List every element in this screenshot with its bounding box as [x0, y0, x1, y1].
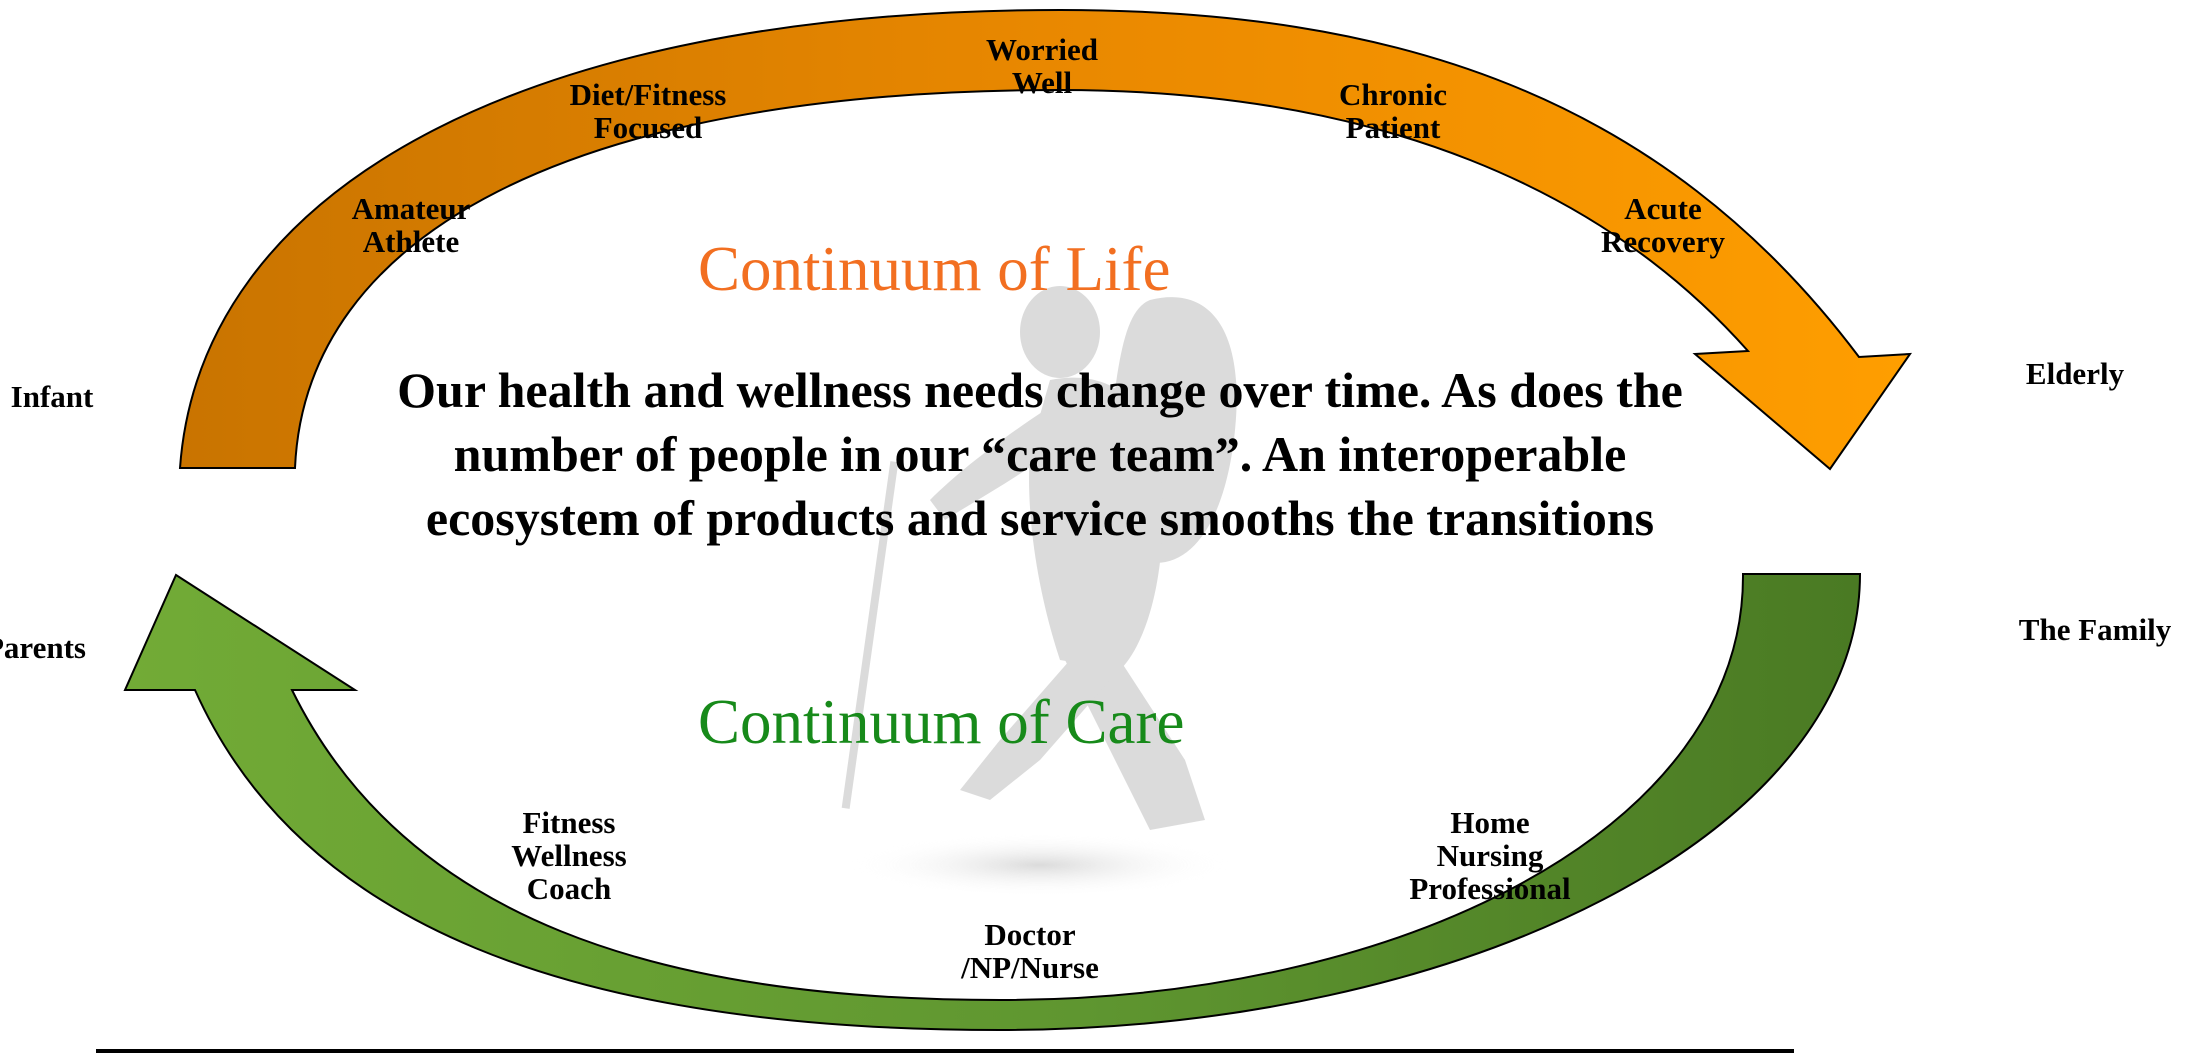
label-home-nursing: Home Nursing Professional — [1409, 805, 1571, 906]
continuum-of-care-title: Continuum of Care — [698, 687, 1185, 757]
label-fitness-coach: Fitness Wellness Coach — [511, 805, 627, 906]
label-doctor: Doctor /NP/Nurse — [961, 917, 1099, 985]
label-acute-recovery: Acute Recovery — [1601, 191, 1725, 259]
bottom-divider — [96, 1049, 1794, 1053]
label-elderly: Elderly — [2025, 356, 2125, 391]
care-arrow — [123, 573, 1862, 1032]
label-diet-fitness: Diet/Fitness Focused — [569, 77, 727, 145]
life-arrow — [178, 8, 1912, 471]
main-message: Our health and wellness needs change ove… — [397, 362, 1683, 546]
hiker-silhouette — [841, 286, 1237, 897]
label-the-family: The Family — [2018, 612, 2172, 647]
label-parents: Parents — [0, 630, 86, 665]
label-amateur-athlete: Amateur Athlete — [351, 191, 471, 259]
label-infant: Infant — [10, 379, 94, 414]
continuum-of-life-title: Continuum of Life — [698, 234, 1171, 304]
label-worried-well: Worried Well — [986, 32, 1098, 100]
label-chronic-patient: Chronic Patient — [1339, 77, 1447, 145]
